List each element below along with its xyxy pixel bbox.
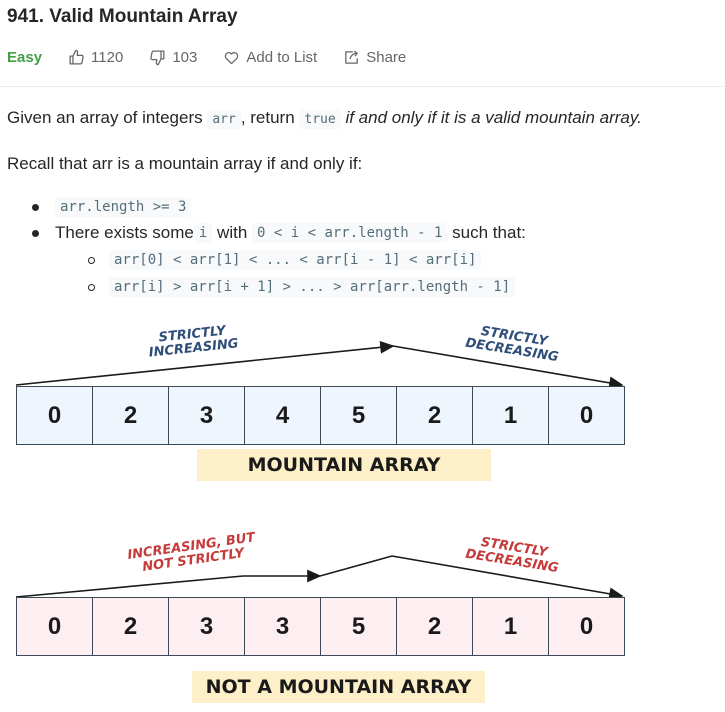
array-cell: 4 bbox=[245, 387, 321, 444]
statement-text: Given an array of integers bbox=[7, 108, 208, 127]
heart-icon bbox=[225, 51, 239, 64]
inline-code-decreasing: arr[i] > arr[i + 1] > ... > arr[arr.leng… bbox=[109, 277, 516, 297]
problem-title: 941. Valid Mountain Array bbox=[7, 6, 238, 27]
dislikes-count: 103 bbox=[172, 48, 198, 66]
statement-text: , return bbox=[240, 108, 300, 127]
array-cell: 1 bbox=[473, 387, 549, 444]
share-button[interactable]: Share bbox=[343, 49, 406, 66]
not-mountain-caption: NOT A MOUNTAIN ARRAY bbox=[192, 671, 485, 703]
header-divider bbox=[0, 86, 725, 87]
difficulty-badge: Easy bbox=[7, 48, 43, 66]
thumbs-up-icon bbox=[69, 49, 84, 65]
bullet-text: such that: bbox=[447, 223, 526, 242]
bullet-dot bbox=[32, 203, 39, 211]
definition-intro: Recall that arr is a mountain array if a… bbox=[7, 154, 363, 173]
array-cell: 0 bbox=[579, 401, 594, 429]
array-cell: 5 bbox=[321, 387, 397, 444]
sub-bullet-item: arr[i] > arr[i + 1] > ... > arr[arr.leng… bbox=[88, 277, 516, 297]
share-label: Share bbox=[366, 48, 407, 66]
array-cell: 5 bbox=[321, 598, 397, 655]
decreasing-arrow-2 bbox=[391, 555, 624, 601]
array-cell: 0 bbox=[17, 598, 93, 655]
second-rise-arrow bbox=[319, 555, 393, 577]
like-button[interactable]: 1120 bbox=[68, 49, 123, 66]
add-to-list-button[interactable]: Add to List bbox=[223, 49, 317, 66]
array-cell: 2 bbox=[93, 387, 169, 444]
array-cell: 3 bbox=[245, 598, 321, 655]
inline-code-true: true bbox=[299, 110, 341, 129]
dislike-button[interactable]: 103 bbox=[149, 49, 197, 66]
sub-bullet-item: arr[0] < arr[1] < ... < arr[i - 1] < arr… bbox=[88, 250, 482, 270]
not-mountain-array-cells: 0 2 3 3 5 2 1 0 bbox=[16, 597, 625, 656]
add-to-list-label: Add to List bbox=[246, 48, 318, 66]
mountain-array-cells: 0 2 3 4 5 2 1 0 bbox=[16, 386, 625, 445]
problem-meta-bar: Easy 1120 103 Add to List Share bbox=[7, 46, 432, 68]
share-icon bbox=[345, 50, 359, 64]
inline-code-increasing: arr[0] < arr[1] < ... < arr[i - 1] < arr… bbox=[109, 250, 482, 270]
bullet-text: with bbox=[212, 223, 253, 242]
array-cell: 3 bbox=[169, 598, 245, 655]
array-cell: 2 bbox=[93, 598, 169, 655]
increasing-arrow bbox=[15, 340, 395, 386]
sub-bullet-circle bbox=[88, 256, 95, 264]
array-cell: 3 bbox=[169, 387, 245, 444]
array-cell: 2 bbox=[397, 387, 473, 444]
inline-code-range: 0 < i < arr.length - 1 bbox=[252, 223, 448, 243]
mountain-caption: MOUNTAIN ARRAY bbox=[197, 449, 491, 481]
bullet-text: There exists some bbox=[55, 223, 194, 242]
inline-code-arr: arr bbox=[207, 110, 241, 129]
bullet-item: There exists some i with 0 < i < arr.len… bbox=[32, 223, 526, 243]
inline-code-i: i bbox=[193, 223, 213, 243]
array-cell: 1 bbox=[473, 598, 549, 655]
likes-count: 1120 bbox=[91, 48, 124, 66]
sub-bullet-circle bbox=[88, 283, 95, 291]
statement-text: if and only if it is a valid mountain ar… bbox=[340, 108, 642, 127]
array-cell: 0 bbox=[579, 612, 594, 640]
bullet-dot bbox=[32, 229, 39, 237]
thumbs-down-icon bbox=[150, 49, 165, 65]
array-cell: 0 bbox=[17, 387, 93, 444]
decreasing-arrow bbox=[392, 345, 624, 390]
non-strict-arrow-up bbox=[15, 575, 244, 598]
array-cell: 2 bbox=[397, 598, 473, 655]
inline-code-length: arr.length >= 3 bbox=[55, 197, 192, 217]
bullet-item: arr.length >= 3 bbox=[32, 197, 192, 217]
problem-statement: Given an array of integers arr, return t… bbox=[7, 108, 642, 129]
